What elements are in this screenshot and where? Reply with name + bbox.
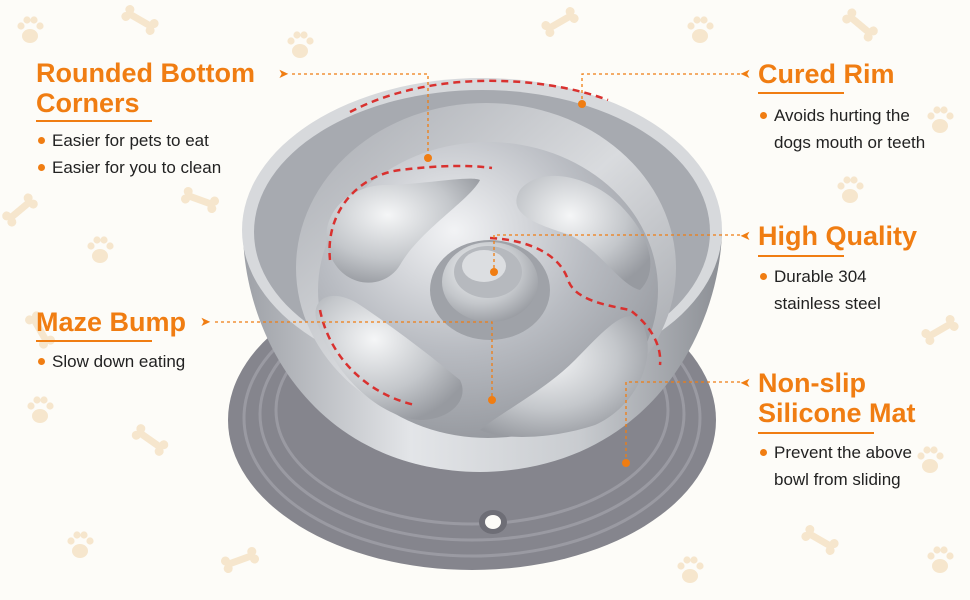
high-quality-bullet-line2: stainless steel [758,290,881,317]
non-slip-bullet-line2: bowl from sliding [758,466,901,493]
rounded-bottom-title-line2: Corners [36,88,140,118]
maze-bump-title: Maze Bump [36,307,187,337]
arrow-right-icon: ➤ [200,314,211,329]
cured-rim-title: Cured Rim [758,59,895,89]
rounded-bottom-title-line1: Rounded Bottom [36,58,255,88]
arrow-left-icon: ➤ [740,66,751,81]
non-slip-title-line1: Non-slip [758,368,866,398]
non-slip-bullet-line2-text: bowl from sliding [774,470,901,489]
maze-bump-bullet-1: Slow down eating [36,348,185,375]
arrow-left-icon: ➤ [740,375,751,390]
title-underline [36,120,152,122]
callout-leader-lines [215,73,740,463]
title-underline [36,340,152,342]
title-underline [758,92,844,94]
cured-rim-bullet-line2-text: dogs mouth or teeth [774,133,926,152]
rounded-bottom-bullet-1: Easier for pets to eat [36,127,209,154]
title-underline [758,255,844,257]
non-slip-title-line2: Silicone Mat [758,398,916,428]
high-quality-bullet-line1: Durable 304 [758,263,867,290]
cured-rim-bullet-line2: dogs mouth or teeth [758,129,925,156]
high-quality-bullet-line2-text: stainless steel [774,294,881,313]
arrow-left-icon: ➤ [740,228,751,243]
non-slip-bullet-line1: Prevent the above [758,439,912,466]
stainless-steel-bowl [242,78,722,472]
leader-end-dots [424,100,630,467]
high-quality-title: High Quality [758,221,918,251]
cured-rim-bullet-line1: Avoids hurting the [758,102,910,129]
rounded-bottom-bullet-2: Easier for you to clean [36,154,221,181]
feature-highlight-dashes [318,79,662,407]
title-underline [758,432,874,434]
arrow-right-icon: ➤ [278,66,289,81]
